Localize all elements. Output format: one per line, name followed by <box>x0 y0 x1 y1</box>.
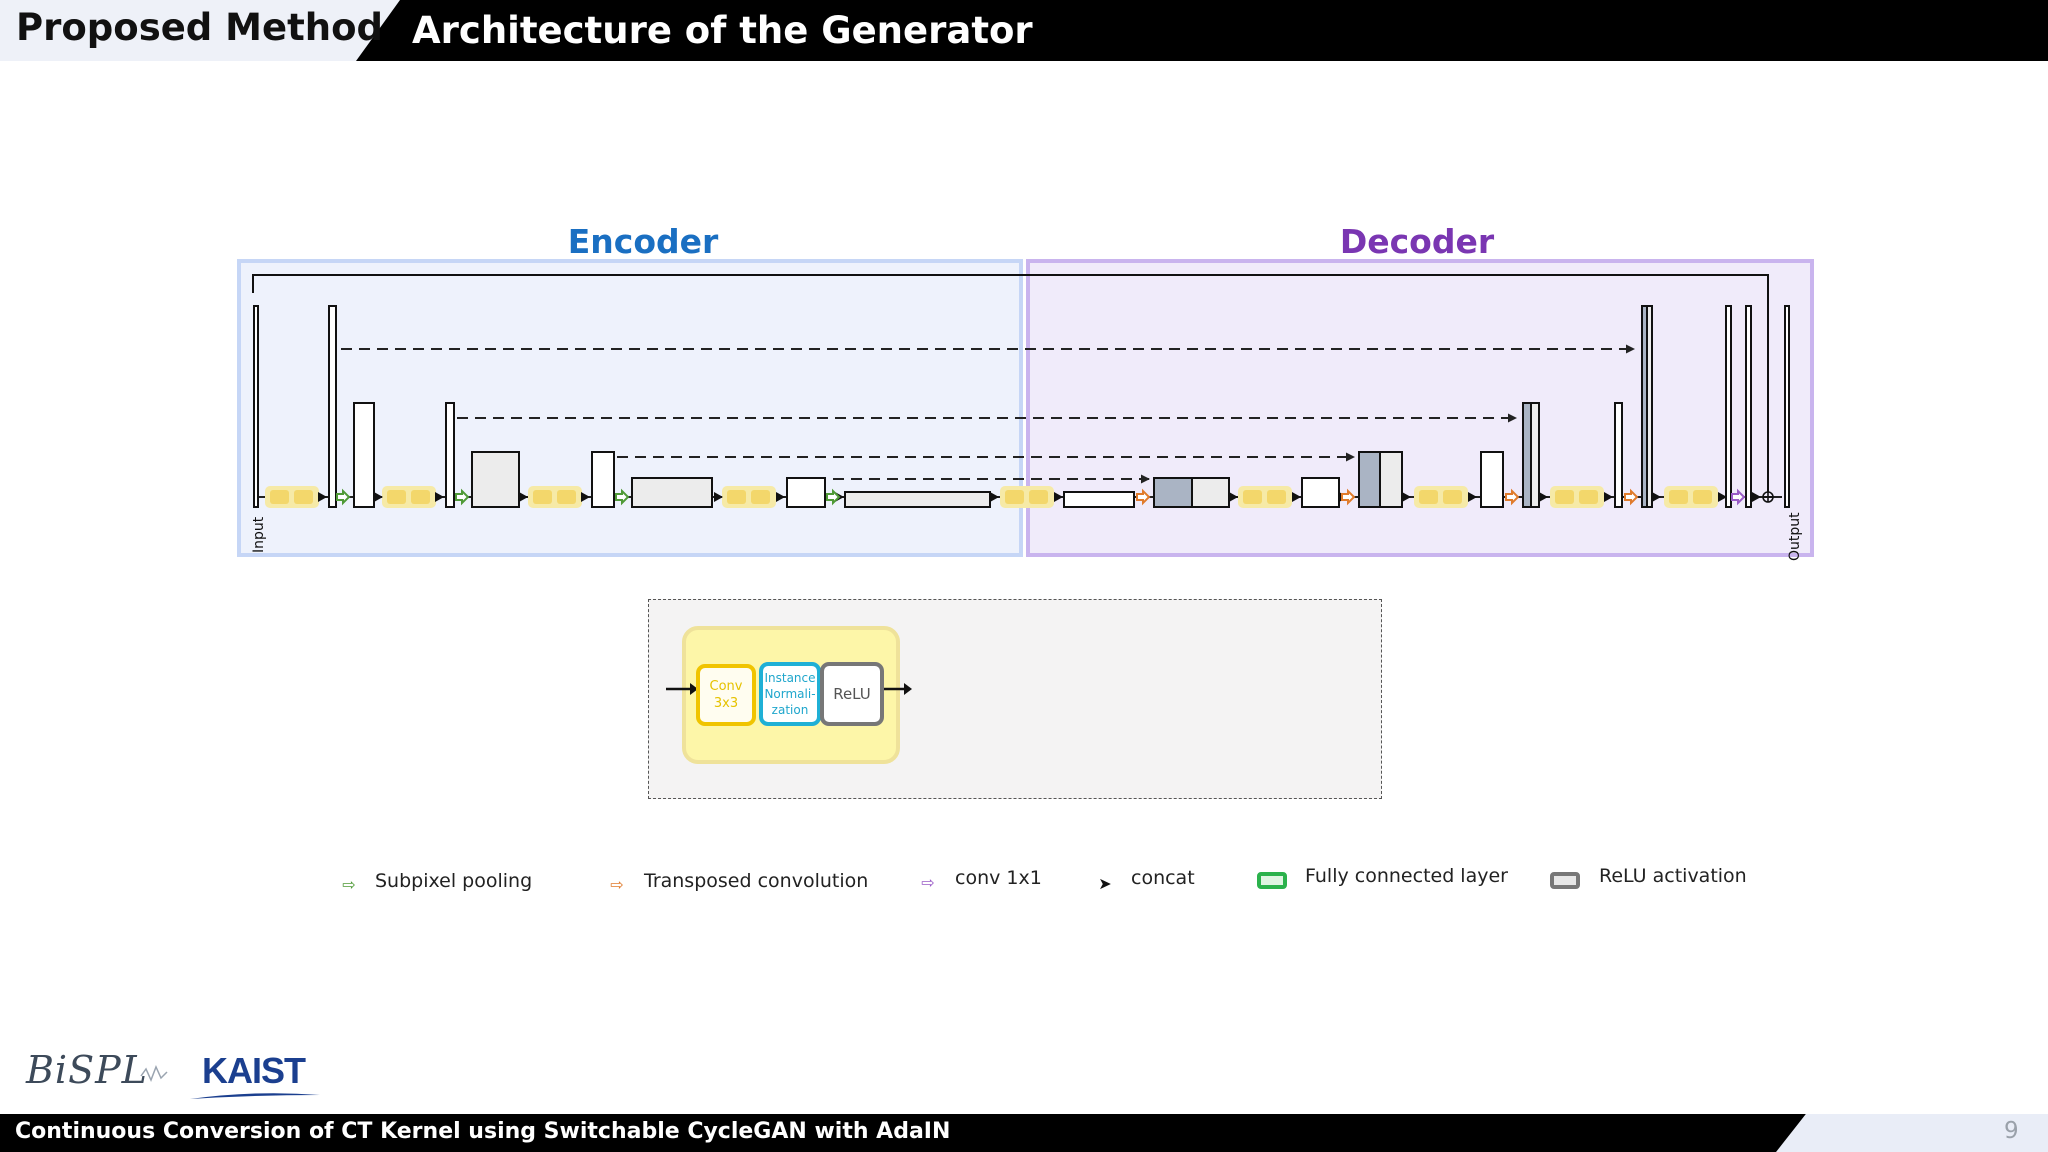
feature-map <box>1646 305 1653 508</box>
feature-map <box>1614 402 1623 508</box>
norm-line3: zation <box>771 703 809 717</box>
feature-map <box>1480 451 1504 508</box>
kaist-logo: KAIST <box>202 1050 306 1091</box>
feature-map <box>328 305 337 508</box>
page-number: 9 <box>2004 1118 2019 1144</box>
feature-map-concat <box>1358 451 1381 508</box>
forward-arrows <box>318 492 1761 502</box>
feature-map-concat <box>1522 402 1532 508</box>
legend-relu-label: ReLU activation <box>1599 865 1747 887</box>
subpixel-pooling-arrows <box>336 488 841 506</box>
feature-map <box>786 477 826 508</box>
output-label: Output <box>1787 512 1803 561</box>
section-tab <box>0 0 400 61</box>
relu-box: ReLU <box>820 662 884 726</box>
feature-map <box>631 477 713 508</box>
conv-line1: Conv <box>709 679 743 694</box>
decoder-label: Decoder <box>1339 222 1495 261</box>
footer-text: Continuous Conversion of CT Kernel using… <box>15 1119 951 1144</box>
relu-activation-icon <box>1550 872 1580 889</box>
residual-add <box>1762 491 1774 503</box>
transposed-convolution-icon: ⇨ <box>610 874 624 894</box>
conv1x1-arrow <box>1731 488 1746 506</box>
footer-bar <box>0 1114 1806 1152</box>
feature-map <box>445 402 455 508</box>
norm-line2: Normali- <box>764 687 816 701</box>
bispl-logo: BiSPL <box>26 1048 148 1092</box>
input-label: Input <box>251 516 267 553</box>
feature-map <box>1379 451 1403 508</box>
conv3x3-box: Conv 3x3 <box>696 664 756 726</box>
instance-normalization-box: Instance Normali- zation <box>759 662 821 726</box>
feature-map-concat <box>1153 477 1193 508</box>
legend-conv1x1-label: conv 1x1 <box>955 867 1042 889</box>
footer-right-panel <box>1776 1114 2048 1152</box>
norm-line1: Instance <box>764 671 816 685</box>
feature-map <box>1530 402 1540 508</box>
relu-text: ReLU <box>833 684 871 703</box>
bispl-wave-icon <box>140 1065 168 1082</box>
encoder-label: Encoder <box>567 222 719 261</box>
feature-map-output <box>1784 305 1790 508</box>
subpixel-pooling-icon: ⇨ <box>342 874 356 894</box>
legend-subpixel-label: Subpixel pooling <box>375 870 533 892</box>
kaist-swoosh-icon <box>190 1093 320 1099</box>
feature-map <box>844 491 991 508</box>
conv-blocks <box>265 486 1718 508</box>
concat-icon: ➤ <box>1098 873 1112 893</box>
feature-map <box>1745 305 1752 508</box>
feature-map <box>1063 491 1135 508</box>
conv1x1-icon: ⇨ <box>921 872 935 892</box>
feature-map <box>1191 477 1230 508</box>
slide-title: Architecture of the Generator <box>412 9 1033 52</box>
legend-concat-label: concat <box>1131 867 1195 889</box>
block-flow-arrows <box>666 683 912 695</box>
feature-map-input <box>253 305 259 508</box>
feature-map <box>353 402 375 508</box>
conv-line2: 3x3 <box>713 696 739 711</box>
feature-maps <box>253 305 1790 508</box>
legend-transposed-label: Transposed convolution <box>644 870 869 892</box>
section-label: Proposed Method <box>16 6 384 49</box>
fully-connected-icon <box>1257 872 1287 889</box>
skip-connections <box>341 344 1635 484</box>
feature-map <box>591 451 615 508</box>
feature-map <box>1301 477 1340 508</box>
legend-fc-label: Fully connected layer <box>1305 865 1508 887</box>
transposed-convolution-arrows <box>1136 488 1639 506</box>
residual-skip <box>252 274 1769 492</box>
feature-map <box>1725 305 1732 508</box>
feature-map <box>471 451 520 508</box>
